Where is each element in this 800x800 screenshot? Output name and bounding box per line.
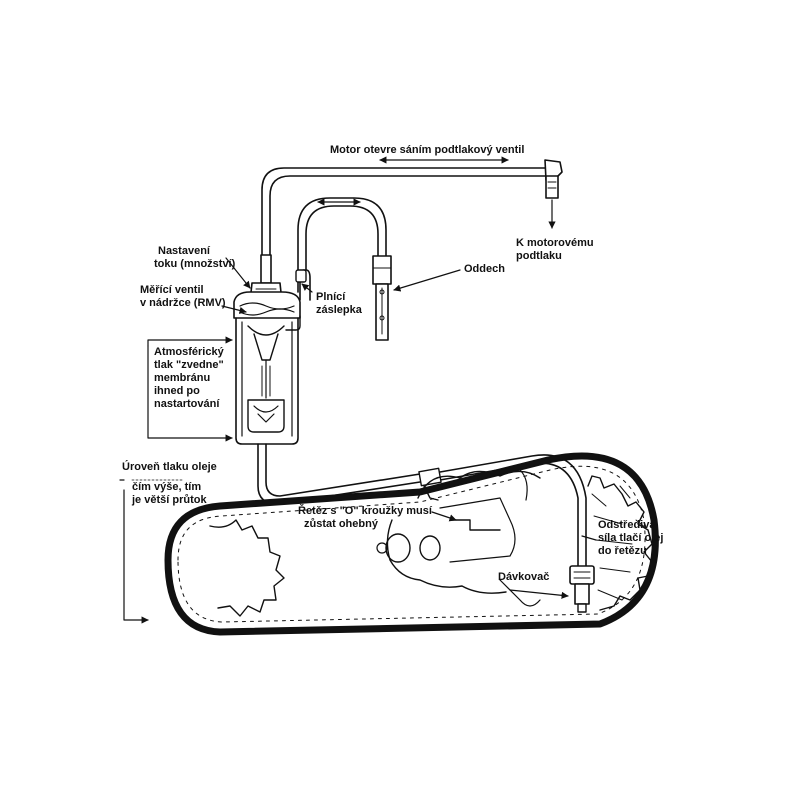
label-atmos-2: tlak "zvedne"	[154, 359, 224, 371]
chain	[164, 452, 659, 636]
label-oddech: Oddech	[464, 263, 505, 275]
label-odstrediva-2: síla tlačí olej	[598, 532, 663, 544]
label-plnici-1: Plnící	[316, 291, 346, 303]
label-atmos-5: nastartování	[154, 398, 220, 410]
label-odstrediva-1: Odstředivá	[598, 519, 656, 531]
label-odstrediva-3: do řetězu	[598, 545, 647, 557]
metering-valve-assembly	[233, 254, 311, 445]
metering-valve-arrow	[221, 305, 247, 314]
atmospheric-bracket	[147, 336, 233, 442]
label-plnici-2: záslepka	[316, 304, 363, 316]
breather-loop	[297, 197, 387, 293]
label-k-motor-2: podtlaku	[516, 250, 562, 262]
flow-adjust-arrow	[225, 257, 251, 289]
label-nastaveni-2: toku (množství)	[154, 258, 236, 270]
oil-level-bracket	[119, 479, 149, 624]
breather-arrow	[393, 269, 461, 292]
label-k-motor-1: K motorovému	[516, 237, 594, 249]
rear-sprocket	[587, 475, 653, 611]
breather-tube	[372, 255, 392, 341]
vacuum-line	[261, 159, 563, 261]
label-nastaveni-1: Nastavení	[158, 245, 211, 257]
label-retez-2: zůstat ohebný	[304, 518, 379, 530]
label-motor-vent: Motor otevre sáním podtlakový ventil	[330, 144, 524, 156]
front-sprocket	[209, 519, 285, 617]
label-merici-2: v nádržce (RMV)	[140, 297, 226, 309]
label-atmos-4: ihned po	[154, 385, 200, 397]
engine-case	[376, 469, 541, 607]
label-atmos-3: membránu	[154, 372, 210, 384]
label-uroven-2: čím výše, tím	[132, 481, 201, 493]
sprocket-spokes	[591, 485, 647, 601]
centrifugal-arrow	[581, 535, 597, 541]
doser-arrow	[509, 589, 569, 599]
o-ring-arrow	[431, 511, 457, 522]
label-uroven-1: Úroveň tlaku oleje	[122, 460, 217, 473]
label-merici-1: Měřící ventil	[140, 284, 204, 296]
label-retez-1: Řetěz s "O" kroužky musí	[298, 504, 433, 517]
label-atmos-1: Atmosférický	[154, 346, 225, 358]
filler-cap-arrow	[301, 283, 313, 293]
label-davkovac: Dávkovač	[498, 571, 549, 583]
label-uroven-3: je větší průtok	[131, 494, 207, 506]
doser	[569, 565, 595, 613]
